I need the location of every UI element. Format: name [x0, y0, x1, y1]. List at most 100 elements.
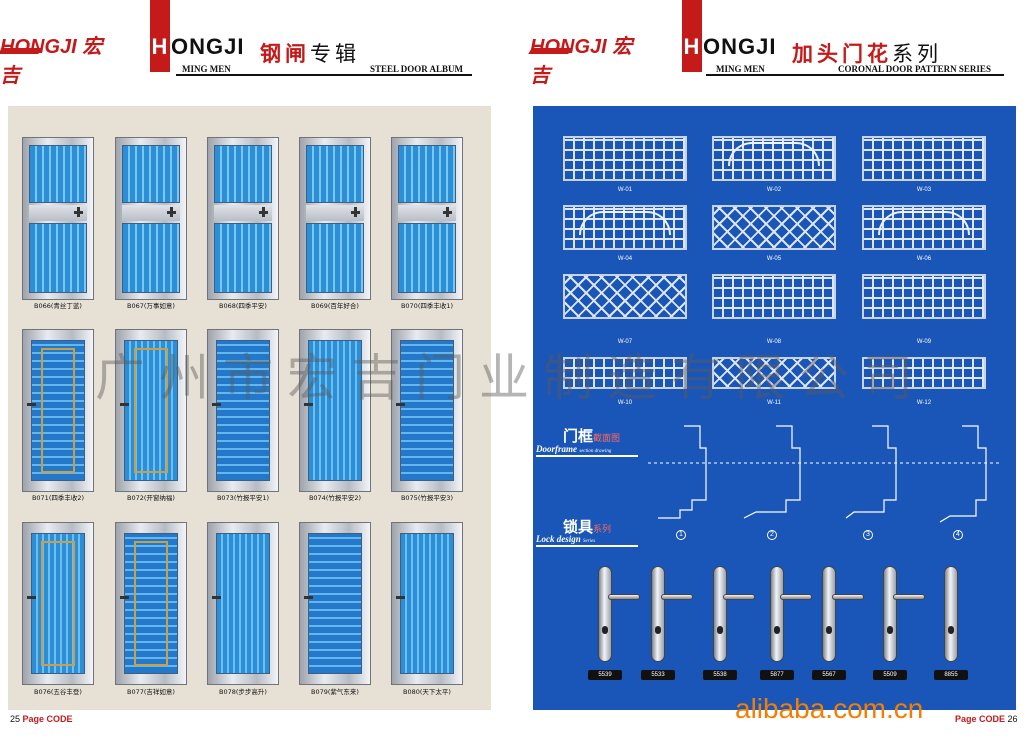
lock-label: 锁具系列 [563, 516, 611, 537]
brand-initial: H [151, 34, 169, 59]
lock-model-label: 5877 [760, 670, 794, 680]
door-glass-bottom [29, 223, 87, 293]
doorframe-profile-1 [658, 425, 707, 519]
pattern-caption: W-04 [617, 256, 633, 262]
door-handle-icon [212, 596, 221, 599]
door-caption: B070(四季丰收1) [400, 302, 454, 310]
door-handle-icon [212, 403, 221, 406]
door-caption: B066(青丝丁蓝) [34, 302, 82, 310]
door-handle-icon [27, 403, 36, 406]
pattern-caption: W-09 [916, 339, 932, 345]
door-glass-top [214, 145, 272, 203]
coronal-pattern-image [712, 274, 836, 319]
coronal-pattern-image [563, 205, 687, 250]
door-image [115, 329, 187, 492]
coronal-pattern-image [563, 274, 687, 319]
doorframe-en-main: Doorframe [536, 444, 577, 454]
keyhole-icon [717, 626, 723, 634]
doorframe-underline [536, 455, 638, 457]
lock-lever-icon [780, 594, 812, 600]
door-glass [308, 533, 362, 674]
page-number-left: 25 Page CODE [10, 714, 73, 724]
lock-image [934, 566, 970, 666]
lock-model-label: 5567 [812, 670, 846, 680]
door-glass-bottom [122, 223, 180, 293]
page-number-right: Page CODE 26 [955, 714, 1018, 724]
door-inner-frame [41, 348, 75, 473]
pattern-caption: W-10 [617, 400, 633, 406]
header-rule-left [176, 74, 472, 76]
coronal-pattern-image [712, 136, 836, 181]
coronal-pattern-image [563, 357, 687, 389]
coronal-pattern-image [862, 357, 986, 389]
door-glass [400, 340, 454, 481]
door-caption: B069(百年好合) [311, 302, 359, 310]
logo-swoosh-icon [0, 48, 42, 54]
door-glass [216, 340, 270, 481]
door-lock-icon [77, 207, 80, 217]
door-image [299, 329, 371, 492]
lock-plate [598, 566, 612, 662]
brand-subtitle: MING MEN [182, 64, 231, 74]
coronal-pattern-image [862, 136, 986, 181]
door-caption: B080(天下太平) [403, 688, 451, 696]
lock-image [760, 566, 812, 666]
lock-label-main: 锁具 [563, 518, 594, 536]
doorframe-en-small: section drawing [579, 449, 612, 454]
doorframe-profile-3 [845, 425, 897, 519]
coronal-pattern-image [563, 136, 687, 181]
lock-model-label: 5539 [588, 670, 622, 680]
pattern-caption: W-08 [766, 339, 782, 345]
door-caption: B075(竹报平安3) [400, 494, 454, 502]
doorframe-number-badge: 3 [863, 530, 873, 540]
door-caption: B072(开窗纳福) [127, 494, 175, 502]
title-red: 钢闸 [260, 42, 310, 66]
brand-subtitle: MING MEN [716, 64, 765, 74]
lock-image [873, 566, 925, 666]
door-inner-frame [134, 541, 168, 666]
brand-name: ONGJI [703, 34, 777, 59]
lock-lever-icon [723, 594, 755, 600]
page-title-left: 钢闸专辑 [260, 38, 360, 68]
door-caption: B074(竹报平安2) [308, 494, 362, 502]
page-number: 26 [1007, 714, 1018, 724]
coronal-pattern-image [712, 205, 836, 250]
door-midrail [398, 205, 456, 221]
door-glass [308, 340, 362, 481]
keyhole-icon [774, 626, 780, 634]
door-glass [124, 340, 178, 481]
door-handle-icon [304, 403, 313, 406]
door-caption: B068(四季平安) [219, 302, 267, 310]
door-caption: B079(紫气东来) [311, 688, 359, 696]
lock-plate [651, 566, 665, 662]
doorframe-number-badge: 2 [767, 530, 777, 540]
door-image [207, 137, 279, 300]
title-black: 专辑 [310, 42, 360, 66]
page-code: Page CODE [22, 714, 73, 724]
keyhole-icon [826, 626, 832, 634]
door-lock-icon [170, 207, 173, 217]
page-title-en-right: CORONAL DOOR PATTERN SERIES [838, 64, 991, 74]
lock-image [588, 566, 640, 666]
lock-label-en: Lock design Series [536, 534, 595, 544]
pattern-caption: W-02 [766, 187, 782, 193]
brand-name: ONGJI [171, 34, 245, 59]
doorframe-label-small: 截面图 [593, 434, 621, 444]
pattern-caption: W-07 [617, 339, 633, 345]
door-handle-icon [304, 596, 313, 599]
door-midrail [214, 205, 272, 221]
keyhole-icon [602, 626, 608, 634]
company-watermark: 广州市宏吉门业制造有限公司 [95, 349, 927, 407]
doorframe-label: 门框截面图 [563, 425, 620, 446]
lock-image [703, 566, 755, 666]
doorframe-profile-4 [939, 425, 987, 523]
door-glass [400, 533, 454, 674]
lock-model-label: 5533 [641, 670, 675, 680]
lock-plate [883, 566, 897, 662]
lock-plate [944, 566, 958, 662]
door-midrail [122, 205, 180, 221]
lock-lever-icon [893, 594, 925, 600]
door-image [391, 329, 463, 492]
coronal-pattern-image [862, 274, 986, 319]
lock-model-label: 5538 [703, 670, 737, 680]
